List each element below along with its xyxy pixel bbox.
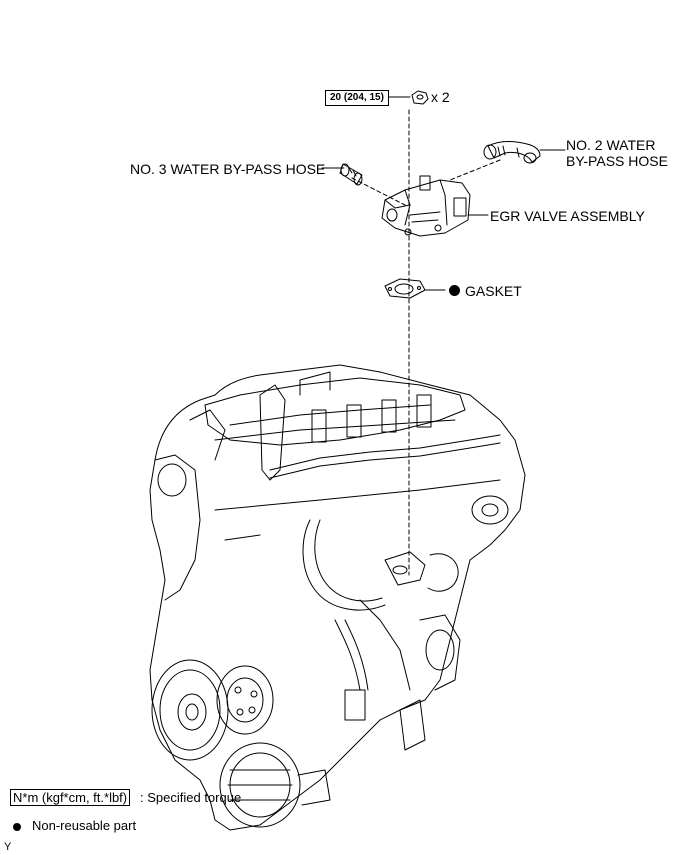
torque-spec-box: 20 (204, 15) <box>325 90 389 106</box>
egr-valve-label: EGR VALVE ASSEMBLY <box>490 208 645 224</box>
pump-pulley-drawing <box>216 665 274 735</box>
gasket-label: GASKET <box>465 283 522 299</box>
no2-hose-label-line1: NO. 2 WATER <box>566 137 656 153</box>
gasket-drawing <box>384 278 426 299</box>
alternator-drawing <box>219 742 331 828</box>
torque-legend-box: N*m (kgf*cm, ft.*lbf) <box>10 789 131 806</box>
egr-valve-drawing <box>381 175 471 237</box>
no2-hose-label-line2: BY-PASS HOSE <box>566 153 668 169</box>
no3-hose-drawing <box>339 163 363 186</box>
nut-icon <box>411 90 429 105</box>
torque-legend-text: : Specified torque <box>140 790 242 805</box>
figure-code: Y <box>4 841 12 853</box>
non-reusable-legend-text: Non-reusable part <box>32 818 137 833</box>
non-reusable-icon <box>449 285 460 296</box>
no2-hose-drawing <box>483 141 541 164</box>
no2-hose-alignment <box>449 159 501 181</box>
engine-drawing <box>149 364 526 831</box>
non-reusable-legend-icon <box>13 823 21 831</box>
no3-hose-alignment <box>351 177 406 206</box>
no3-hose-label: NO. 3 WATER BY-PASS HOSE <box>130 161 326 177</box>
crank-pulley-drawing <box>151 659 229 761</box>
quantity-label: x 2 <box>431 89 450 105</box>
